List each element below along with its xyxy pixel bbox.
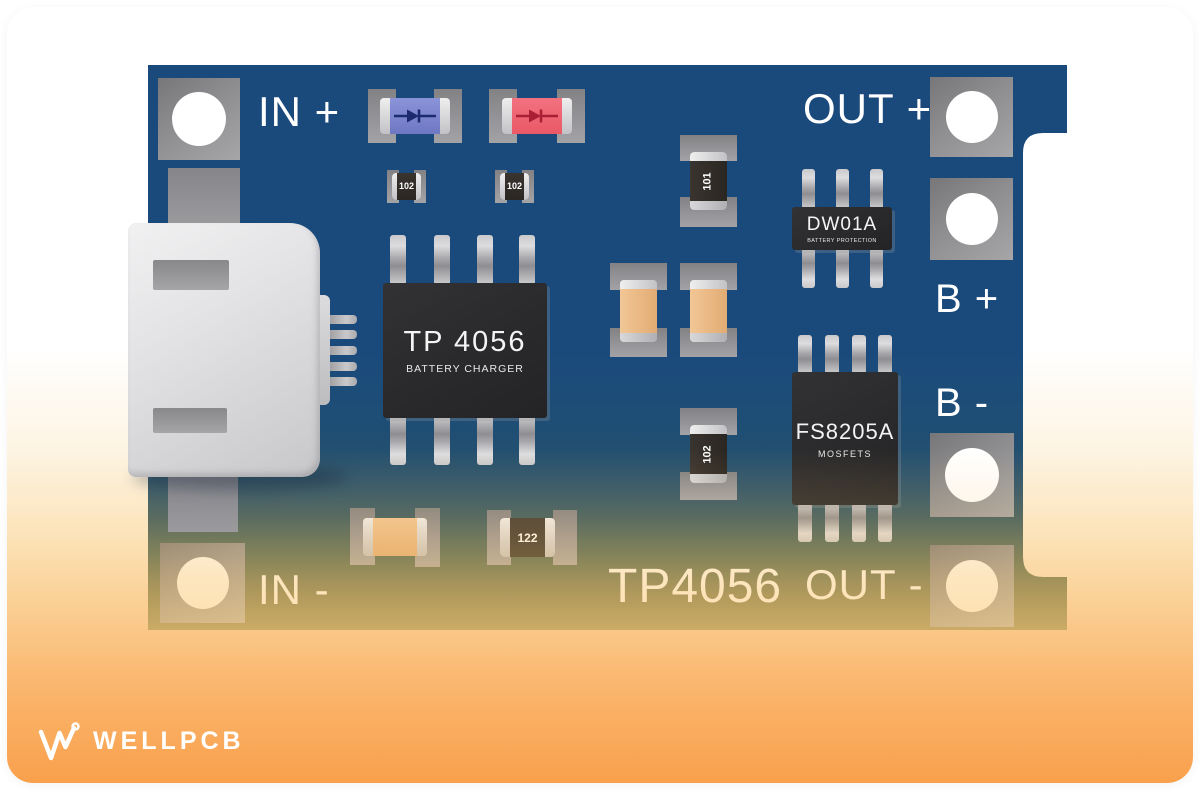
ic-pin — [802, 169, 815, 209]
resistor-101: 101 — [680, 135, 737, 227]
resistor-122: 122 — [487, 510, 577, 565]
ic-tp4056: TP 4056 BATTERY CHARGER — [383, 283, 547, 418]
mounting-hole — [946, 91, 998, 143]
wellpcb-logo: WELLPCB — [36, 720, 245, 762]
ic-pin — [878, 335, 892, 374]
capacitor-vertical-b — [680, 263, 737, 357]
mounting-hole — [177, 557, 229, 609]
ic-pin — [477, 415, 493, 465]
ic-fs8205a: FS8205A MOSFETS — [792, 372, 898, 505]
ic-pin — [825, 503, 839, 542]
wellpcb-logo-text: WELLPCB — [93, 726, 245, 755]
label-b-plus: B + — [935, 277, 1000, 321]
ic-pin — [390, 235, 406, 285]
resistor-102-c: 102 — [680, 408, 737, 500]
label-out-plus: OUT + — [803, 85, 933, 132]
out-plus-pad — [930, 77, 1013, 157]
in-minus-pad — [160, 543, 245, 623]
b-minus-pad — [930, 433, 1014, 517]
capacitor-vertical-a — [610, 263, 667, 357]
ic-pin — [434, 235, 450, 285]
ic-pin — [802, 248, 815, 288]
label-in-minus: IN - — [258, 566, 330, 613]
ic-pin — [836, 248, 849, 288]
mounting-hole — [172, 92, 226, 146]
ic-pin — [852, 503, 866, 542]
diode-blue — [368, 89, 462, 143]
b-plus-pad — [930, 178, 1013, 260]
label-out-minus: OUT - — [805, 561, 924, 608]
in-plus-pad — [158, 78, 240, 160]
ic-pin — [477, 235, 493, 285]
usb-slot — [153, 408, 227, 433]
out-minus-pad — [930, 545, 1014, 627]
mounting-hole — [946, 560, 998, 612]
ic-pin — [798, 503, 812, 542]
usb-body — [128, 223, 320, 477]
ic-pin — [519, 415, 535, 465]
ic-pin — [836, 169, 849, 209]
label-board-name: TP4056 — [608, 560, 783, 613]
usb-slot — [153, 260, 229, 290]
ic-pin — [825, 335, 839, 374]
ic-pin — [878, 503, 892, 542]
label-b-minus: B - — [935, 381, 990, 425]
diode-symbol-icon — [393, 107, 437, 125]
usb-mount-tab — [168, 168, 240, 226]
ic-pin — [434, 415, 450, 465]
ic-dw01a: DW01A BATTERY PROTECTION — [792, 207, 892, 250]
mounting-hole — [946, 193, 998, 245]
ic-pin — [852, 335, 866, 374]
diode-red — [489, 89, 585, 143]
ic-pin — [798, 335, 812, 374]
resistor-102-b: 102 — [495, 170, 534, 203]
ic-pin — [519, 235, 535, 285]
resistor-102-a: 102 — [387, 170, 426, 203]
label-in-plus: IN + — [258, 88, 341, 135]
diode-symbol-icon — [515, 107, 559, 125]
ic-pin — [870, 248, 883, 288]
wellpcb-logo-icon — [38, 722, 80, 761]
mounting-hole — [945, 448, 999, 502]
usb-connector — [108, 168, 368, 532]
ic-pin — [870, 169, 883, 209]
ic-pin — [390, 415, 406, 465]
